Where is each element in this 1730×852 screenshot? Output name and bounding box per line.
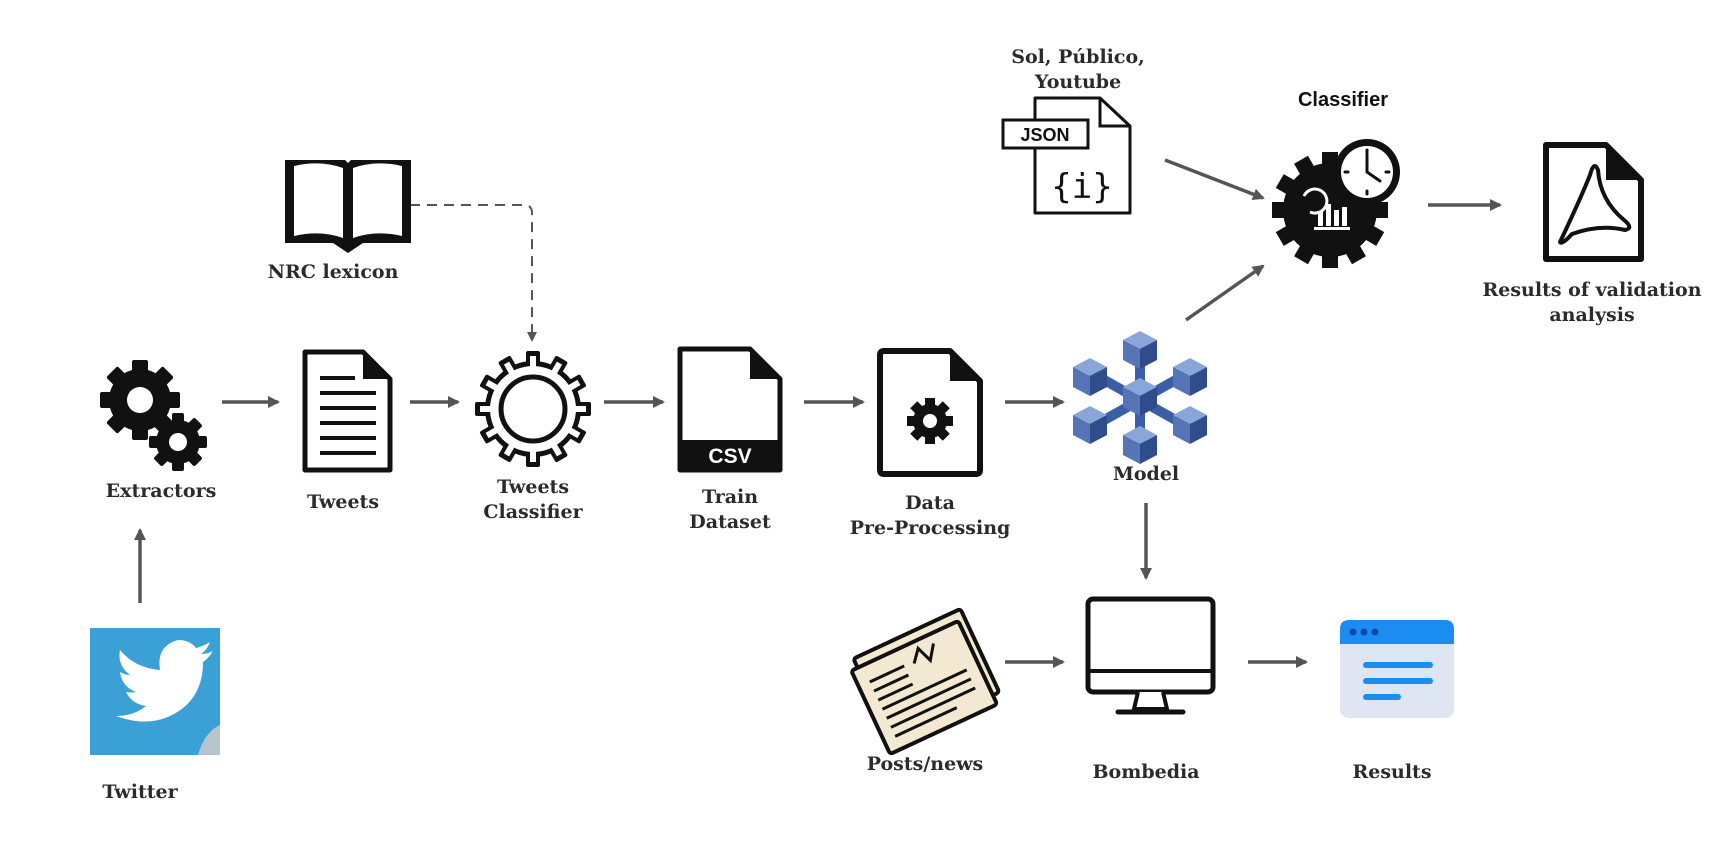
- settings-file-icon: [877, 348, 983, 477]
- json-file-icon: JSON {i}: [1001, 96, 1132, 215]
- twitter-node: Twitter: [90, 628, 220, 803]
- document-icon: [302, 349, 393, 473]
- newspaper-icon: [850, 607, 1001, 756]
- extractors-label: Extractors: [106, 480, 217, 502]
- json-info-glyph: {i}: [1051, 167, 1112, 207]
- monitor-icon: [1085, 596, 1216, 715]
- nrc-lexicon-node: NRC lexicon: [268, 160, 411, 283]
- train-dataset-node: CSV Train Dataset: [677, 346, 783, 533]
- twitter-icon: [90, 628, 220, 755]
- data-preprocessing-node: Data Pre-Processing: [850, 348, 1011, 539]
- validation-results-node: Results of validation analysis: [1482, 142, 1702, 326]
- results-label: Results: [1352, 761, 1431, 783]
- posts-news-label: Posts/news: [867, 753, 984, 775]
- classifier-node: Classifier: [1272, 89, 1400, 268]
- dashed-arrow-lexicon-to-classifier: [410, 204, 537, 342]
- csv-tag: CSV: [708, 445, 751, 468]
- data-preprocessing-label-line2: Pre-Processing: [850, 517, 1011, 539]
- bombedia-node: Bombedia: [1085, 596, 1216, 783]
- gear-icon: [475, 351, 591, 467]
- twitter-label: Twitter: [102, 781, 178, 803]
- results-window-icon: [1340, 620, 1454, 718]
- model-cubes-icon: [1073, 331, 1207, 464]
- tweets-classifier-label-line1: Tweets: [497, 476, 569, 498]
- validation-results-label-line2: analysis: [1549, 304, 1634, 326]
- tweets-classifier-node: Tweets Classifier: [475, 351, 591, 523]
- bombedia-label: Bombedia: [1092, 761, 1199, 783]
- csv-file-icon: CSV: [677, 346, 783, 473]
- arrow-model-to-classifier: [1184, 264, 1265, 322]
- extractors-node: Extractors: [100, 360, 216, 502]
- train-dataset-label-line1: Train: [702, 486, 758, 508]
- gears-icon: [100, 360, 207, 471]
- connectors: [134, 158, 1502, 668]
- model-node: Model: [1073, 331, 1207, 485]
- json-source-node: Sol, Público, Youtube JSON {i}: [1001, 46, 1145, 215]
- json-tag: JSON: [1020, 125, 1069, 145]
- model-label: Model: [1113, 463, 1179, 485]
- posts-news-node: Posts/news: [850, 607, 1001, 775]
- results-node: Results: [1340, 620, 1454, 783]
- data-preprocessing-label-line1: Data: [905, 492, 955, 514]
- json-source-label-line2: Youtube: [1034, 71, 1121, 93]
- tweets-node: Tweets: [302, 349, 393, 513]
- book-icon: [285, 160, 411, 253]
- train-dataset-label-line2: Dataset: [689, 511, 771, 533]
- nrc-lexicon-label: NRC lexicon: [268, 261, 399, 283]
- pdf-file-icon: [1543, 142, 1644, 262]
- gear-clock-icon: [1272, 139, 1400, 268]
- tweets-label: Tweets: [307, 491, 379, 513]
- classifier-label: Classifier: [1298, 89, 1388, 111]
- arrow-json-to-classifier: [1164, 158, 1265, 200]
- validation-results-label-line1: Results of validation: [1482, 279, 1701, 301]
- json-source-label-line1: Sol, Público,: [1011, 46, 1145, 68]
- tweets-classifier-label-line2: Classifier: [483, 501, 583, 523]
